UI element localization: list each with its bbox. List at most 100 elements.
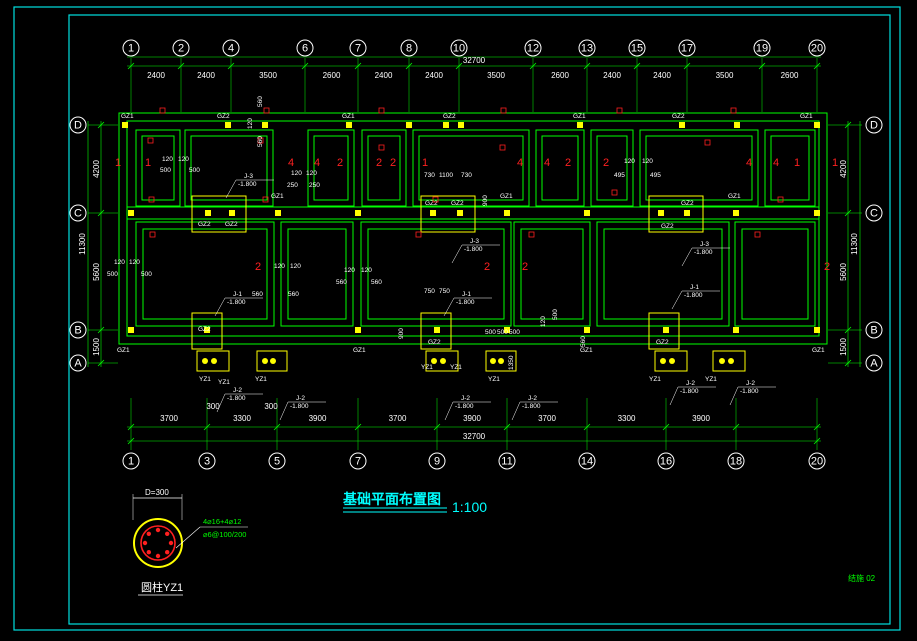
column-row-c-5 xyxy=(430,210,436,216)
left-dim-text-1: 5600 xyxy=(92,263,101,281)
j3-label-0: J-3 xyxy=(244,173,253,180)
column-row-c-6 xyxy=(457,210,463,216)
top-dim-tick-3 xyxy=(301,62,309,70)
wall-marker-14 xyxy=(611,189,618,196)
j1-elev-1: -1.800 xyxy=(456,299,475,306)
column-rebars xyxy=(142,527,174,559)
top-axis-bubble-2 xyxy=(222,39,240,57)
dim-note-22: 560 xyxy=(371,279,382,286)
room-number-14: 1 xyxy=(794,157,800,169)
top-axis-label-8: 13 xyxy=(581,43,593,55)
column-row-b-6 xyxy=(663,327,669,333)
top-axis-label-12: 20 xyxy=(811,43,823,55)
dim-note-4: 120 xyxy=(291,170,302,177)
yz1-label-0: YZ1 xyxy=(199,376,211,383)
top-axis-bubble-10 xyxy=(678,39,696,57)
rot-dim-note-4: 900 xyxy=(398,328,405,339)
left-dim-total-text: 11300 xyxy=(78,233,87,255)
left-dim-tick-1 xyxy=(97,209,105,217)
bottom-dim-text-1: 3300 xyxy=(233,414,251,423)
top-axis-label-6: 10 xyxy=(453,43,465,55)
top-bay-inner-0 xyxy=(141,135,175,201)
j2-label-1: J-2 xyxy=(296,395,305,402)
gz-label-12: GZ1 xyxy=(580,347,593,354)
dim-note-16: 120 xyxy=(129,259,140,266)
rebar-4 xyxy=(142,540,148,546)
top-bay-inner-2 xyxy=(313,135,349,201)
dim-note-14: 495 xyxy=(650,172,661,179)
left-row-axis-bubble-3 xyxy=(69,354,87,372)
bottom-axis-bubble-8 xyxy=(727,452,745,470)
column-row-b-4 xyxy=(504,327,510,333)
j1-leader-2 xyxy=(671,290,683,310)
top-bay-inner-3 xyxy=(367,135,401,201)
footing-j2-5 xyxy=(712,350,746,372)
left-dim-text-2: 1500 xyxy=(92,338,101,356)
j1-elev-2: -1.800 xyxy=(684,292,703,299)
footing-j2-3 xyxy=(485,350,517,372)
gz-label-6: GZ1 xyxy=(800,113,813,120)
right-dim-tick-0 xyxy=(844,121,852,129)
top-axis-bubble-3 xyxy=(296,39,314,57)
yz1-label-6: YZ1 xyxy=(705,376,717,383)
top-dim-text-6: 3500 xyxy=(487,71,505,80)
column-row-d-10 xyxy=(814,122,820,128)
j2-label-3: J-2 xyxy=(528,395,537,402)
bottom-dim-text-3: 3700 xyxy=(389,414,407,423)
column-row-c-1 xyxy=(205,210,211,216)
diameter-label: D=300 xyxy=(145,488,169,497)
wall-marker-19 xyxy=(754,231,761,238)
bottom-dim-tick-4 xyxy=(433,423,441,431)
j2-elev-1: -1.800 xyxy=(290,403,309,410)
room-number-15: 1 xyxy=(832,157,838,169)
column-row-c-7 xyxy=(504,210,510,216)
main-rebar-label: 4⌀16+4⌀12 xyxy=(203,517,241,526)
bottom-total-tick-1 xyxy=(813,437,821,445)
j2-elev-4: -1.800 xyxy=(680,388,699,395)
right-dim-text-0: 4200 xyxy=(839,160,848,178)
footing-j2-0 xyxy=(196,350,230,372)
gz-label-7: GZ1 xyxy=(271,193,284,200)
column-row-d-3 xyxy=(346,122,352,128)
j1-elev-0: -1.800 xyxy=(227,299,246,306)
round-column-4 xyxy=(431,358,437,364)
bottom-total-tick-0 xyxy=(127,437,135,445)
top-axis-label-2: 4 xyxy=(228,43,234,55)
gz-label-3: GZ2 xyxy=(443,113,456,120)
dim-note-26: 560 xyxy=(288,291,299,298)
dim-note-15: 120 xyxy=(114,259,125,266)
top-bay-outer-5 xyxy=(535,129,585,207)
dim-note-21: 560 xyxy=(336,279,347,286)
top-dim-tick-4 xyxy=(354,62,362,70)
gz-label-22: GZ2 xyxy=(198,326,211,333)
dim-note-0: 120 xyxy=(162,156,173,163)
j1-label-0: J-1 xyxy=(233,291,242,298)
left-row-axis-label-3: A xyxy=(74,358,82,370)
left-dim-tick-2 xyxy=(97,326,105,334)
right-row-axis-bubble-2 xyxy=(865,321,883,339)
top-dim-tick-2 xyxy=(227,62,235,70)
right-row-axis-bubble-0 xyxy=(865,116,883,134)
dim-note-13: 495 xyxy=(614,172,625,179)
gz-label-5: GZ2 xyxy=(672,113,685,120)
top-bay-outer-2 xyxy=(307,129,355,207)
bottom-bay-inner-3 xyxy=(520,228,584,320)
top-dim-text-1: 2400 xyxy=(197,71,215,80)
round-column-2 xyxy=(262,358,268,364)
bottom-axis-bubble-5 xyxy=(498,452,516,470)
j2-leader-4 xyxy=(669,386,679,406)
column-row-c-3 xyxy=(275,210,281,216)
column-row-c-12 xyxy=(814,210,820,216)
column-row-c-2 xyxy=(229,210,235,216)
yz1-label-7: YZ1 xyxy=(218,379,230,386)
round-column-0 xyxy=(202,358,208,364)
top-dim-text-7: 2600 xyxy=(551,71,569,80)
bottom-bay-inner-2 xyxy=(367,228,505,320)
dim-note-19: 120 xyxy=(344,267,355,274)
j1-leader-1 xyxy=(443,297,455,317)
room-number-4: 2 xyxy=(337,157,343,169)
j2-elev-0: -1.800 xyxy=(227,395,246,402)
right-dim-tick-1 xyxy=(844,209,852,217)
room-number-7: 1 xyxy=(422,157,428,169)
